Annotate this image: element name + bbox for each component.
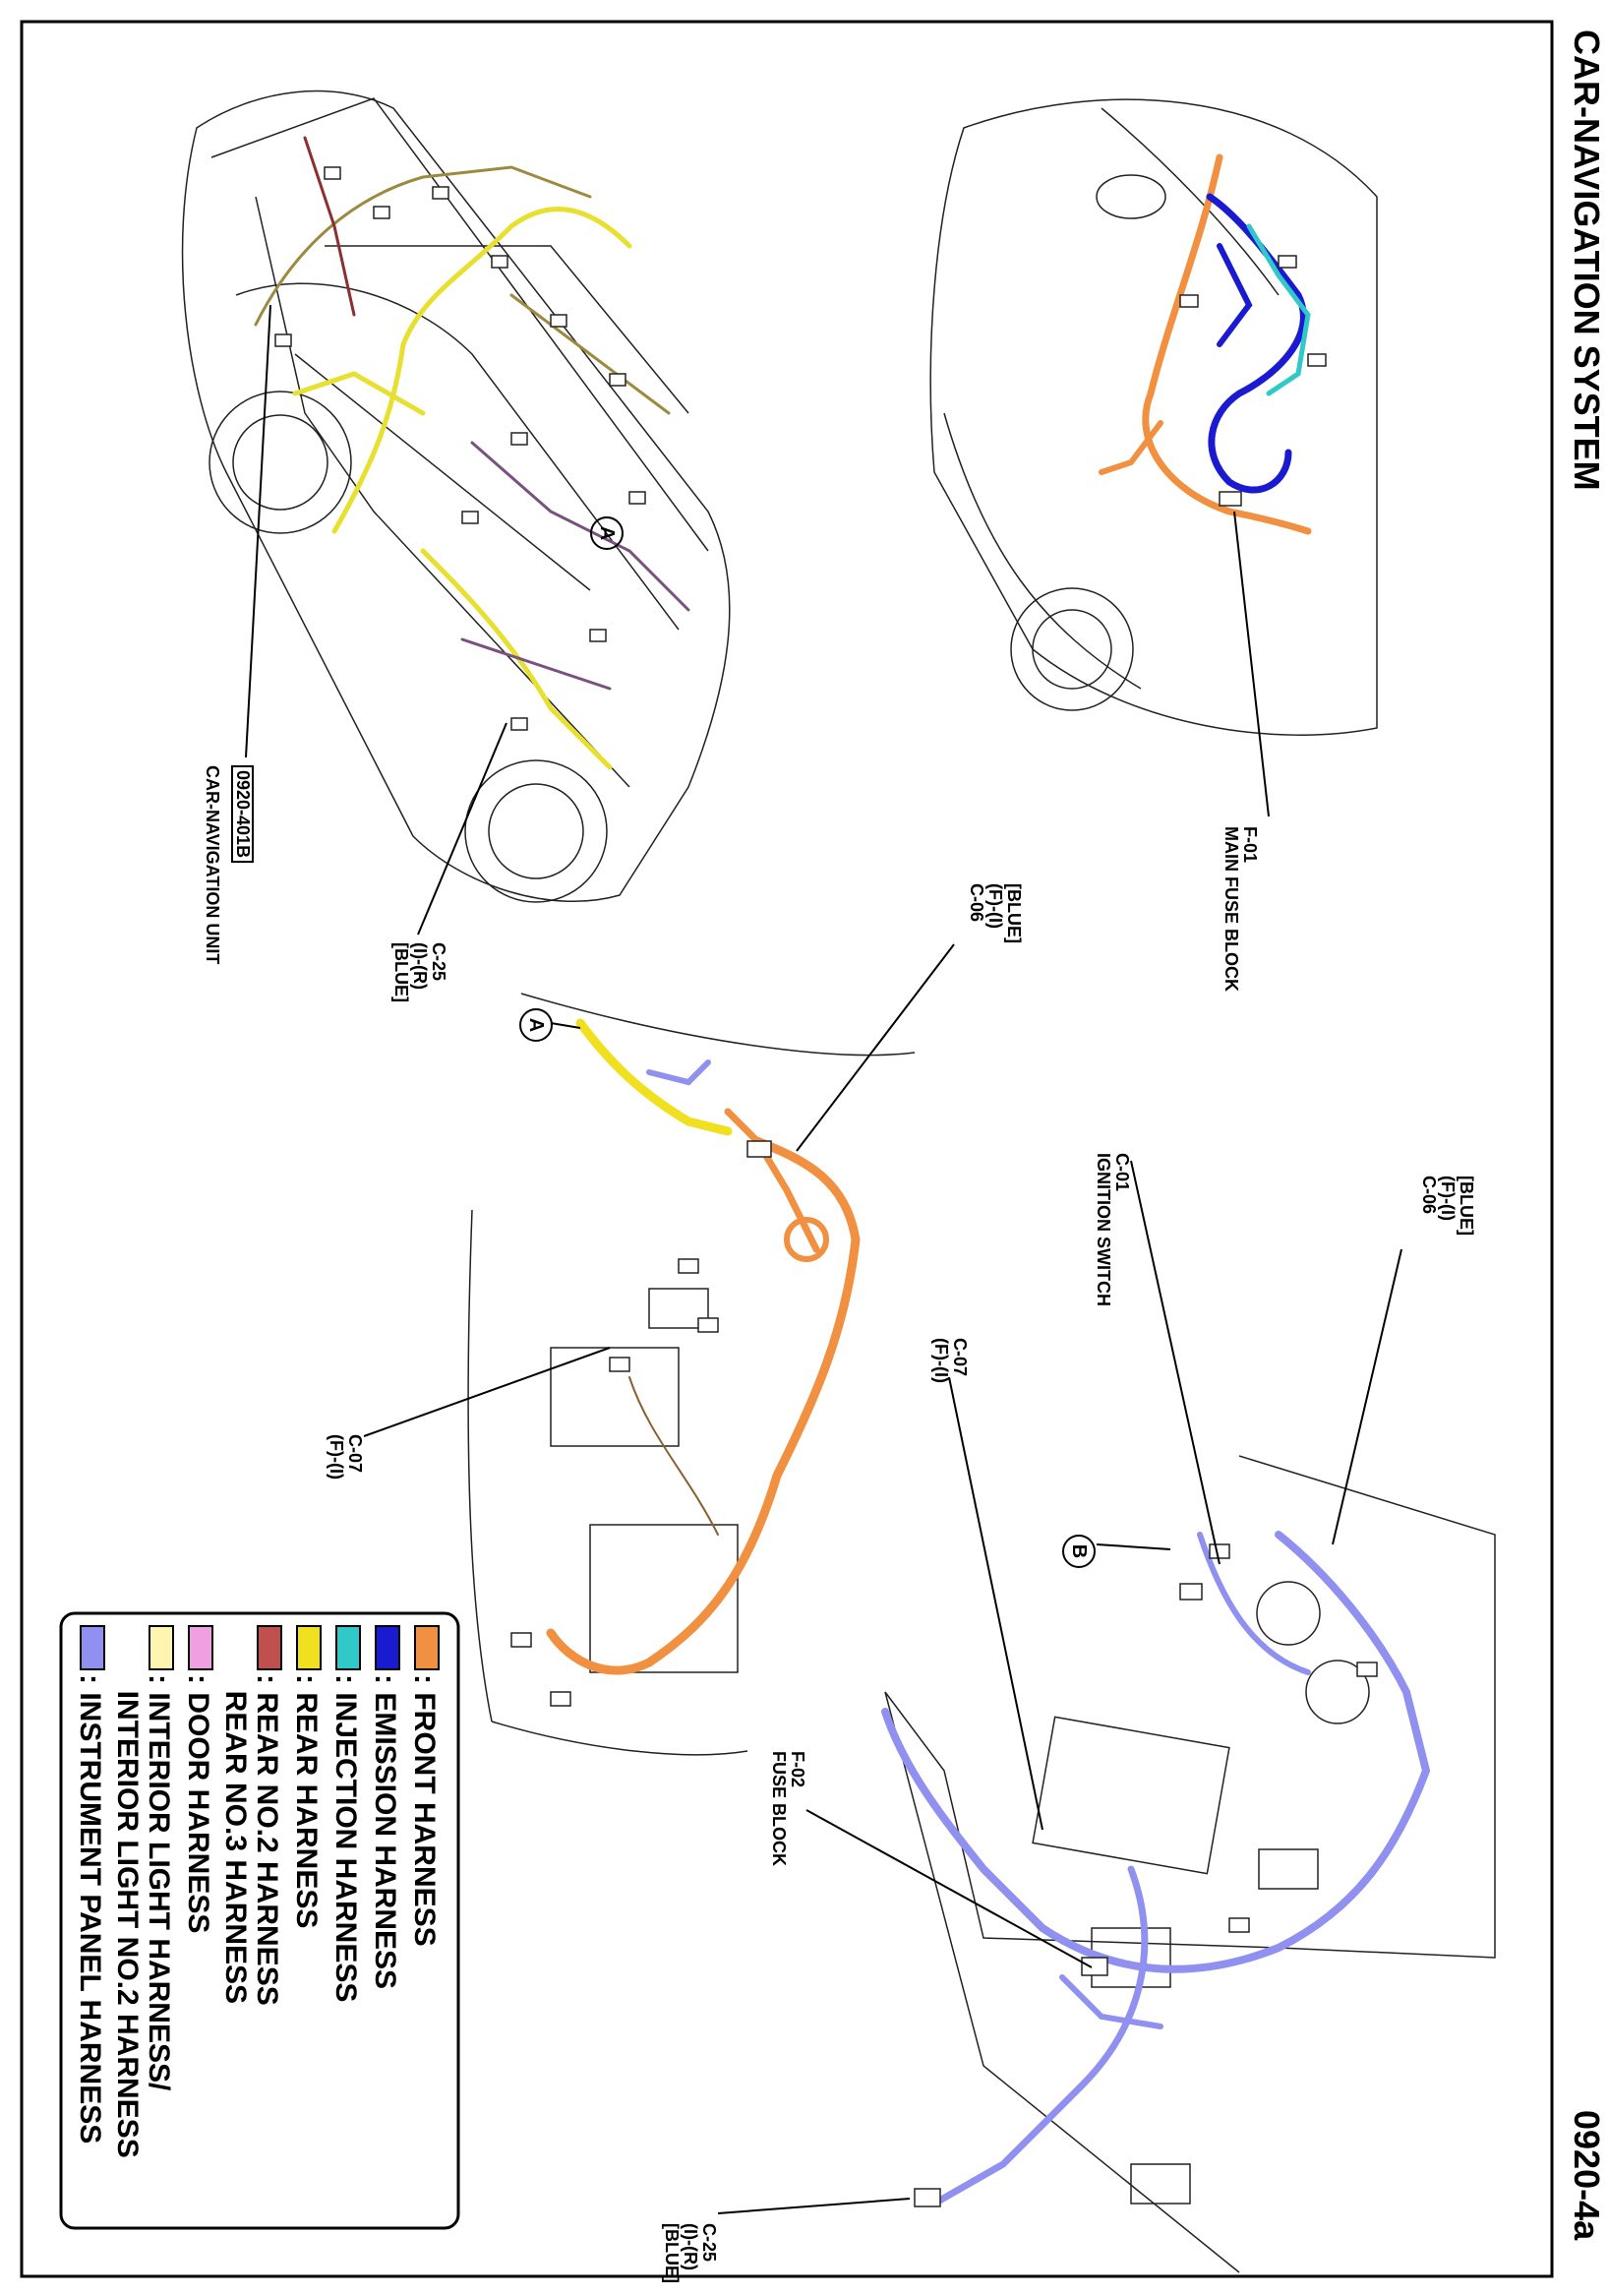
leader-marker-b <box>1096 1543 1171 1550</box>
page-border <box>20 20 1554 2278</box>
c25-bottom-label: C-25 (I)-(R) [BLUE] <box>662 2223 719 2283</box>
legend-label: : INJECTION HARNESS <box>329 1674 362 2003</box>
marker-b: B <box>1062 1535 1096 1568</box>
marker-a-top: A <box>590 516 624 550</box>
car-nav-code-label: 0920-401B <box>231 765 254 864</box>
front-harness-detail <box>467 993 916 1756</box>
legend-label: : INTERIOR LIGHT HARNESS/ INTERIOR LIGHT… <box>111 1674 176 2158</box>
rear-wheel-bottom <box>464 759 608 903</box>
instrument-panel-wires <box>881 1531 1431 2207</box>
car-nav-unit-label: CAR-NAVIGATION UNIT <box>203 765 222 965</box>
legend-label: : INSTRUMENT PANEL HARNESS <box>74 1674 106 2145</box>
legend-swatch <box>335 1625 361 1670</box>
legend-swatch <box>80 1625 105 1670</box>
front-connectors <box>510 1140 772 1707</box>
legend-swatch <box>149 1625 174 1670</box>
legend-swatch <box>296 1625 322 1670</box>
front-wheel <box>1010 587 1134 711</box>
c06-right-label: [BLUE] (F)-(I) C-06 <box>1419 1176 1476 1236</box>
leader-f01 <box>1233 511 1270 817</box>
leader-c25-top <box>417 722 507 936</box>
legend-label: : REAR HARNESS <box>290 1674 323 1929</box>
page-code: 0920-4a <box>1567 2110 1607 2241</box>
leader-marker-a <box>550 1022 581 1029</box>
instrument-panel-connectors <box>914 1543 1378 2207</box>
rear-vehicle-view <box>181 90 731 903</box>
engine-bay-view <box>929 98 1378 736</box>
leader-c01 <box>1130 1160 1221 1565</box>
legend-swatch <box>188 1625 213 1670</box>
legend-label: : EMISSION HARNESS <box>369 1674 401 1990</box>
rear-connectors <box>274 166 646 731</box>
c06-mid-label: [BLUE] (F)-(I) C-06 <box>967 883 1024 943</box>
leader-c06-right <box>1332 1248 1402 1545</box>
engine-harness-wires <box>1099 153 1312 535</box>
f01-label: F-01 MAIN FUSE BLOCK <box>1221 826 1260 992</box>
rear-harness-wires <box>254 136 690 770</box>
legend-swatch <box>414 1625 440 1670</box>
leader-c07-left <box>363 1347 611 1437</box>
legend-label: : FRONT HARNESS <box>408 1674 441 1947</box>
engine-connectors <box>1179 255 1327 507</box>
c07-left-label: C-07 (F)-(I) <box>327 1434 365 1480</box>
legend-label: : REAR NO.2 HARNESS REAR NO.3 HARNESS <box>219 1674 284 2006</box>
c07-right-label: C-07 (F)-(I) <box>931 1338 970 1383</box>
rear-wheel-top <box>208 391 352 534</box>
legend-swatch <box>375 1625 400 1670</box>
legend-label: : DOOR HARNESS <box>182 1674 214 1934</box>
c01-label: C-01 IGNITION SWITCH <box>1094 1153 1132 1306</box>
front-harness-wires <box>546 1018 861 1675</box>
page-title: CAR-NAVIGATION SYSTEM <box>1567 30 1607 491</box>
f02-label: F-02 FUSE BLOCK <box>769 1751 807 1866</box>
legend-swatch <box>257 1625 282 1670</box>
leader-c07-right <box>948 1376 1043 1831</box>
legend-box <box>59 1611 460 2230</box>
marker-a-mid: A <box>519 1008 553 1042</box>
leader-c25-bottom <box>717 2198 911 2214</box>
leader-car-nav-unit <box>245 304 271 758</box>
c25-top-label: C-25 (I)-(R) [BLUE] <box>391 942 448 1002</box>
leader-f02 <box>805 1809 1093 1968</box>
leader-c06-mid <box>796 943 955 1152</box>
